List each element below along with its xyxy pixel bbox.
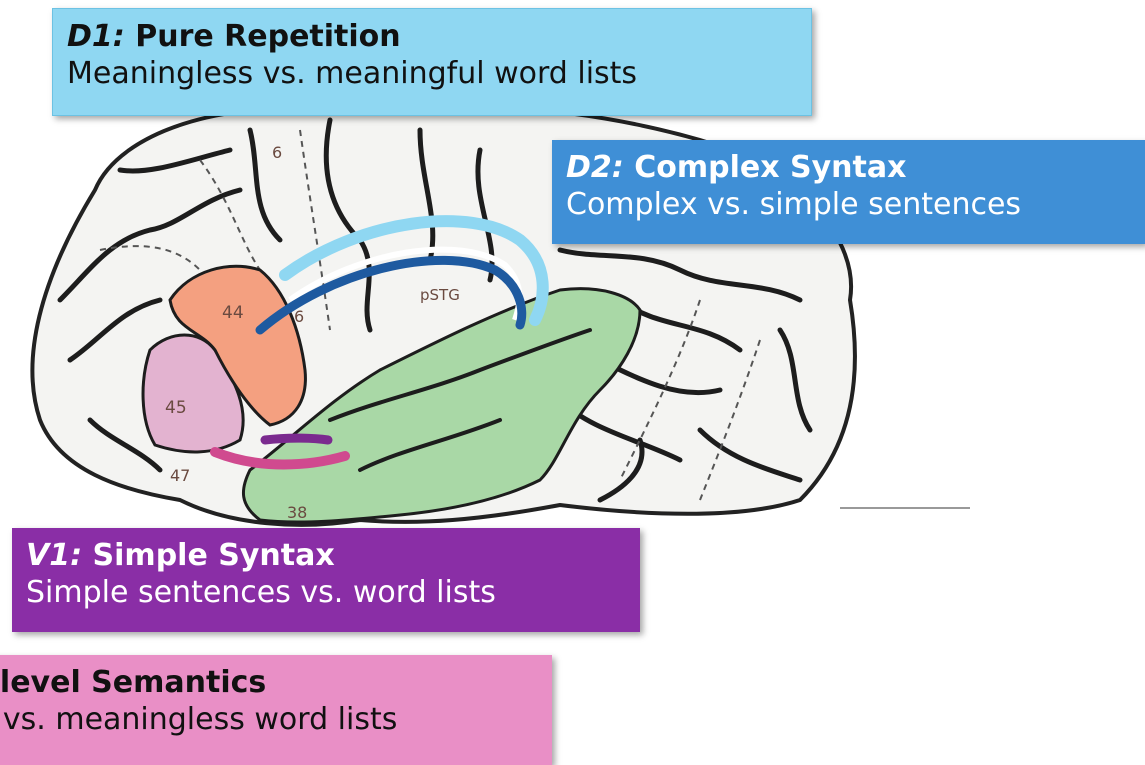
area-label-45: 45 <box>165 398 187 418</box>
area-label-44: 44 <box>222 303 244 323</box>
d1-title: Pure Repetition <box>135 19 400 54</box>
area-label-6-mid: 6 <box>294 307 304 326</box>
d1-label-box: D1: Pure Repetition Meaningless vs. mean… <box>52 8 812 116</box>
area-label-pstg: pSTG <box>420 286 460 304</box>
d2-title: Complex Syntax <box>634 150 906 185</box>
v1-label-box: V1: Simple Syntax Simple sentences vs. w… <box>12 528 640 632</box>
area-label-47: 47 <box>170 466 190 485</box>
d1-code: D1: <box>67 19 125 54</box>
v2-label-box: d-level Semantics ul vs. meaningless wor… <box>0 655 552 765</box>
v2-title: d-level Semantics <box>0 665 538 702</box>
area-label-6-top: 6 <box>272 143 282 162</box>
area-label-38: 38 <box>287 503 307 522</box>
v2-description: ul vs. meaningless word lists <box>0 702 538 739</box>
d2-description: Complex vs. simple sentences <box>566 187 1131 224</box>
v1-description: Simple sentences vs. word lists <box>26 575 626 612</box>
d2-code: D2: <box>566 150 624 185</box>
v1-code: V1: <box>26 538 82 573</box>
d1-description: Meaningless vs. meaningful word lists <box>67 56 797 93</box>
v1-arc <box>265 438 328 440</box>
v1-title: Simple Syntax <box>93 538 335 573</box>
d2-label-box: D2: Complex Syntax Complex vs. simple se… <box>552 140 1145 244</box>
